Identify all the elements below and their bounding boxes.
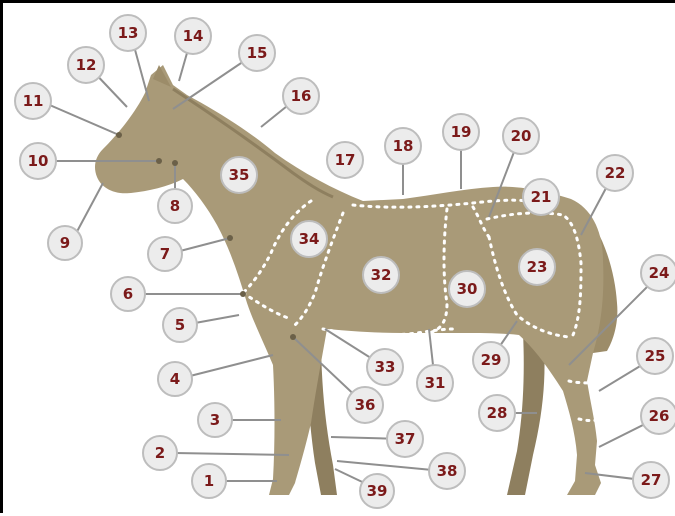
badge-27: 27 [633, 462, 669, 498]
badge-24: 24 [641, 255, 675, 291]
badge-11: 11 [15, 83, 51, 119]
badge-25: 25 [637, 338, 673, 374]
badge-17: 17 [327, 142, 363, 178]
badge-33: 33 [367, 349, 403, 385]
badge-15-label: 15 [247, 44, 268, 62]
badge-32: 32 [363, 257, 399, 293]
badge-23: 23 [519, 249, 555, 285]
badge-19: 19 [443, 114, 479, 150]
badge-35: 35 [221, 157, 257, 193]
badge-15: 15 [239, 35, 275, 71]
badge-30-label: 30 [457, 280, 478, 298]
anchor-7 [227, 235, 233, 241]
badge-34-label: 34 [299, 230, 320, 248]
badge-3: 3 [198, 403, 232, 437]
badge-14-label: 14 [183, 27, 204, 45]
badge-33-label: 33 [375, 358, 396, 376]
badge-13-label: 13 [118, 24, 139, 42]
badge-12-label: 12 [76, 56, 97, 74]
badge-29: 29 [473, 342, 509, 378]
badge-8-label: 8 [170, 197, 180, 215]
badge-1-label: 1 [204, 472, 214, 490]
leader-line-11 [45, 103, 119, 135]
badge-22: 22 [597, 155, 633, 191]
anchor-6 [240, 291, 246, 297]
badge-25-label: 25 [645, 347, 666, 365]
badge-20-label: 20 [511, 127, 532, 145]
badge-5: 5 [163, 308, 197, 342]
leader-line-7 [180, 238, 230, 251]
leader-line-38 [337, 461, 443, 471]
badge-28: 28 [479, 395, 515, 431]
badge-32-label: 32 [371, 266, 392, 284]
badge-26: 26 [641, 398, 675, 434]
badge-39: 39 [360, 474, 394, 508]
badge-9-label: 9 [60, 234, 70, 252]
horse-figure: 1 2 3 4 5 6 7 8 9 10 11 12 13 14 15 16 1… [3, 3, 675, 516]
badge-34: 34 [291, 221, 327, 257]
badge-12: 12 [68, 47, 104, 83]
badge-38-label: 38 [437, 462, 458, 480]
badge-4: 4 [158, 362, 192, 396]
badge-31-label: 31 [425, 374, 446, 392]
badge-7: 7 [148, 237, 182, 271]
badge-37-label: 37 [395, 430, 416, 448]
badge-1: 1 [192, 464, 226, 498]
badge-7-label: 7 [160, 245, 170, 263]
badge-2-label: 2 [155, 444, 165, 462]
badge-10: 10 [20, 143, 56, 179]
badge-22-label: 22 [605, 164, 626, 182]
badge-27-label: 27 [641, 471, 662, 489]
badge-17-label: 17 [335, 151, 356, 169]
badge-6-label: 6 [123, 285, 133, 303]
badge-4-label: 4 [170, 370, 180, 388]
badge-6: 6 [111, 277, 145, 311]
badge-31: 31 [417, 365, 453, 401]
badge-30: 30 [449, 271, 485, 307]
badge-13: 13 [110, 15, 146, 51]
badge-38: 38 [429, 453, 465, 489]
leader-line-2 [175, 453, 289, 455]
badge-14: 14 [175, 18, 211, 54]
badge-11-label: 11 [23, 92, 44, 110]
leader-line-5 [195, 315, 239, 323]
anchor-11 [116, 132, 122, 138]
badge-36: 36 [347, 387, 383, 423]
badge-2: 2 [143, 436, 177, 470]
badge-19-label: 19 [451, 123, 472, 141]
badge-24-label: 24 [649, 264, 670, 282]
badge-16-label: 16 [291, 87, 312, 105]
badge-3-label: 3 [210, 411, 220, 429]
badge-16: 16 [283, 78, 319, 114]
badge-28-label: 28 [487, 404, 508, 422]
badge-21: 21 [523, 179, 559, 215]
badge-18-label: 18 [393, 137, 414, 155]
badge-37: 37 [387, 421, 423, 457]
badge-26-label: 26 [649, 407, 670, 425]
badge-20: 20 [503, 118, 539, 154]
badge-5-label: 5 [175, 316, 185, 334]
badge-8: 8 [158, 189, 192, 223]
badge-18: 18 [385, 128, 421, 164]
leader-line-4 [190, 355, 273, 376]
anchor-8 [172, 160, 178, 166]
badge-35-label: 35 [229, 166, 250, 184]
anchor-36 [290, 334, 296, 340]
badge-39-label: 39 [367, 482, 388, 500]
badge-23-label: 23 [527, 258, 548, 276]
badge-36-label: 36 [355, 396, 376, 414]
badge-29-label: 29 [481, 351, 502, 369]
badge-21-label: 21 [531, 188, 552, 206]
badge-9: 9 [48, 226, 82, 260]
badge-10-label: 10 [28, 152, 49, 170]
anchor-10 [156, 158, 162, 164]
